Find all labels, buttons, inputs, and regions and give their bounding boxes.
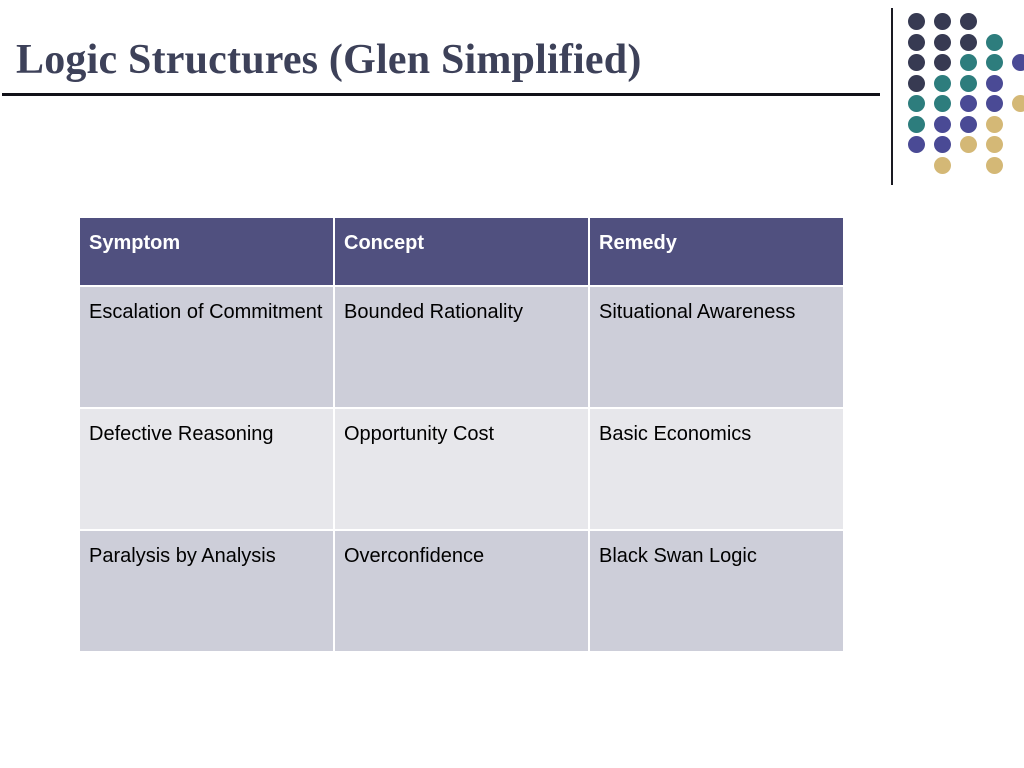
- dot-empty-slot: [1012, 157, 1024, 174]
- dot-grid-row: [908, 13, 1008, 32]
- dot-navy-icon: [934, 13, 951, 30]
- table-header-row: Symptom Concept Remedy: [80, 218, 843, 285]
- table-cell-symptom: Paralysis by Analysis: [80, 531, 333, 651]
- dot-teal-icon: [934, 95, 951, 112]
- column-header-symptom: Symptom: [80, 218, 333, 285]
- dot-navy-icon: [908, 13, 925, 30]
- dot-empty-slot: [908, 157, 925, 174]
- dot-gold-icon: [960, 136, 977, 153]
- dot-teal-icon: [986, 33, 1003, 51]
- dot-blue-icon: [934, 115, 951, 133]
- table-cell-concept: Opportunity Cost: [335, 409, 588, 529]
- dot-grid-row: [908, 115, 1008, 135]
- logic-structures-table: Symptom Concept Remedy Escalation of Com…: [78, 216, 845, 653]
- dot-empty-slot: [1012, 13, 1024, 30]
- dot-teal-icon: [934, 74, 951, 92]
- dot-empty-slot: [1012, 75, 1024, 92]
- dot-teal-icon: [986, 54, 1003, 71]
- column-header-remedy: Remedy: [590, 218, 843, 285]
- dot-grid-row: [908, 33, 1008, 53]
- table-cell-concept: Overconfidence: [335, 531, 588, 651]
- dot-blue-icon: [1012, 54, 1024, 71]
- table-cell-symptom: Escalation of Commitment: [80, 287, 333, 407]
- dot-empty-slot: [1012, 136, 1024, 153]
- dot-navy-icon: [960, 33, 977, 51]
- table-cell-remedy: Situational Awareness: [590, 287, 843, 407]
- logo-vertical-divider: [891, 8, 893, 185]
- dot-grid-row: [908, 156, 1008, 176]
- dot-blue-icon: [908, 136, 925, 153]
- dot-teal-icon: [908, 115, 925, 133]
- dot-teal-icon: [960, 54, 977, 71]
- dot-gold-icon: [986, 136, 1003, 153]
- dot-blue-icon: [934, 136, 951, 153]
- dot-teal-icon: [908, 95, 925, 112]
- table-cell-concept: Bounded Rationality: [335, 287, 588, 407]
- dot-grid-row: [908, 54, 1024, 73]
- dot-empty-slot: [960, 157, 977, 174]
- dot-empty-slot: [986, 13, 1003, 30]
- dot-gold-icon: [1012, 95, 1024, 112]
- decorative-dot-grid-icon: [908, 13, 1024, 176]
- dot-navy-icon: [908, 54, 925, 71]
- title-underline-rule: [2, 93, 880, 96]
- dot-gold-icon: [986, 156, 1003, 174]
- table-cell-symptom: Defective Reasoning: [80, 409, 333, 529]
- dot-empty-slot: [1012, 116, 1024, 133]
- dot-grid-row: [908, 74, 1008, 94]
- dot-navy-icon: [934, 54, 951, 71]
- dot-gold-icon: [934, 156, 951, 174]
- dot-blue-icon: [960, 115, 977, 133]
- dot-navy-icon: [908, 74, 925, 92]
- title-block: Logic Structures (Glen Simplified): [16, 38, 880, 82]
- column-header-concept: Concept: [335, 218, 588, 285]
- table-cell-remedy: Basic Economics: [590, 409, 843, 529]
- dot-navy-icon: [934, 33, 951, 51]
- dot-blue-icon: [986, 95, 1003, 112]
- dot-blue-icon: [986, 74, 1003, 92]
- page-title: Logic Structures (Glen Simplified): [16, 37, 642, 83]
- dot-blue-icon: [960, 95, 977, 112]
- dot-navy-icon: [908, 33, 925, 51]
- dot-grid-row: [908, 136, 1008, 155]
- dot-teal-icon: [960, 74, 977, 92]
- dot-empty-slot: [1012, 34, 1024, 51]
- dot-gold-icon: [986, 115, 1003, 133]
- dot-navy-icon: [960, 13, 977, 30]
- table-cell-remedy: Black Swan Logic: [590, 531, 843, 651]
- dot-grid-row: [908, 95, 1024, 114]
